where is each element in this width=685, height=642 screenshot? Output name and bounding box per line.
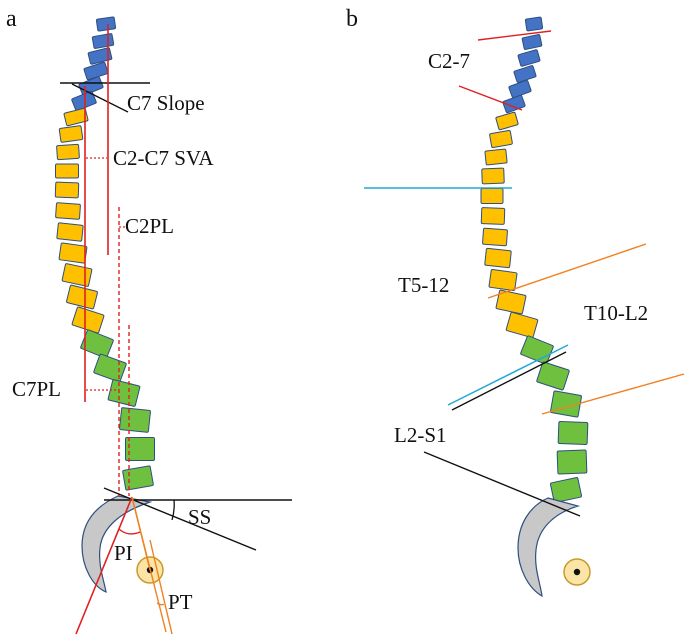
spine-b-thoracic-vertebra bbox=[505, 311, 539, 339]
spine-a-thoracic-vertebra bbox=[55, 202, 81, 220]
t5-12-label: T5-12 bbox=[398, 273, 449, 297]
panel-a-letter: a bbox=[6, 6, 17, 32]
spine-a-lumbar-vertebra bbox=[119, 407, 151, 433]
spine-a-thoracic-vertebra bbox=[63, 107, 89, 127]
spine-b-lumbar-vertebra bbox=[550, 390, 582, 418]
spine-b-thoracic-vertebra bbox=[495, 289, 527, 315]
spine-b-cervical-vertebra bbox=[524, 16, 544, 32]
t12-endplate-line bbox=[447, 344, 569, 406]
spine-b-thoracic-vertebra bbox=[481, 167, 505, 185]
spine-b-lumbar-vertebra bbox=[550, 477, 582, 503]
spine-a-lumbar-vertebra bbox=[125, 437, 155, 461]
spine-a-thoracic-vertebra bbox=[71, 306, 105, 334]
sacrum-a bbox=[81, 495, 153, 593]
spine-b-cervical-vertebra bbox=[521, 34, 543, 50]
panel-b-letter: b bbox=[346, 6, 358, 32]
spine-b-thoracic-vertebra bbox=[488, 268, 518, 292]
t10-endplate-line bbox=[487, 243, 647, 299]
spine-a-cervical-vertebra bbox=[71, 90, 97, 112]
femoral-head-b bbox=[563, 558, 591, 586]
c7-slope-endplate-line bbox=[71, 83, 129, 113]
l2-endplate-line bbox=[451, 351, 567, 411]
spine-a-cervical-vertebra bbox=[87, 47, 113, 65]
spine-a-vertebrae bbox=[54, 16, 155, 491]
spine-b-lumbar-vertebra bbox=[557, 421, 589, 445]
spine-b-thoracic-vertebra bbox=[495, 111, 519, 131]
c2-7-upper-line bbox=[477, 30, 552, 41]
spine-a-lumbar-vertebra bbox=[107, 379, 141, 407]
ss-angle-arc bbox=[171, 499, 175, 521]
t10-l2-label: T10-L2 bbox=[584, 301, 648, 325]
spine-b-cervical-vertebra bbox=[513, 65, 537, 83]
c2pl-label: C2PL bbox=[125, 214, 174, 238]
spine-b-thoracic-vertebra bbox=[480, 188, 504, 204]
pt-angle-arc bbox=[156, 602, 165, 606]
panel-b: b C2-7 T5-12 T10-L2 L2-S1 bbox=[346, 6, 685, 598]
spine-a-thoracic-vertebra bbox=[55, 163, 79, 179]
spine-b-thoracic-vertebra bbox=[484, 148, 508, 166]
spine-a-thoracic-vertebra bbox=[58, 125, 84, 143]
spine-b-cervical-vertebra bbox=[517, 49, 541, 67]
pt-vertical-line bbox=[149, 539, 173, 635]
c2-7-label: C2-7 bbox=[428, 49, 470, 73]
ss-endplate-line bbox=[103, 487, 257, 551]
pi-perpendicular-line bbox=[75, 496, 133, 635]
spine-b-cervical-vertebra bbox=[508, 79, 532, 99]
spine-a-lumbar-vertebra bbox=[122, 465, 154, 491]
spine-b-vertebrae bbox=[480, 16, 589, 503]
spine-a-lumbar-vertebra bbox=[80, 329, 114, 359]
spine-b-thoracic-vertebra bbox=[482, 227, 508, 247]
spine-b-thoracic-vertebra bbox=[489, 130, 513, 148]
sacrum-b bbox=[517, 497, 581, 598]
ss-label: SS bbox=[188, 505, 211, 529]
c2-7-lower-line bbox=[458, 85, 523, 111]
spine-a-cervical-vertebra bbox=[95, 16, 117, 32]
spine-a-thoracic-vertebra bbox=[58, 242, 88, 264]
c7pl-label: C7PL bbox=[12, 377, 61, 401]
spine-a-thoracic-vertebra bbox=[56, 222, 84, 242]
spine-b-thoracic-vertebra bbox=[480, 207, 506, 225]
l2-orange-line bbox=[541, 373, 685, 415]
spine-a-lumbar-vertebra bbox=[93, 353, 127, 383]
c2c7-sva-label: C2-C7 SVA bbox=[113, 146, 214, 170]
s1-endplate-line bbox=[423, 451, 581, 517]
pi-angle-arc bbox=[118, 528, 141, 535]
spine-b-thoracic-vertebra bbox=[484, 247, 512, 269]
spine-a-thoracic-vertebra bbox=[54, 181, 80, 199]
spine-b-lumbar-vertebra bbox=[556, 449, 588, 475]
spine-a-cervical-vertebra bbox=[91, 33, 115, 49]
spine-b-lumbar-vertebra bbox=[536, 361, 570, 391]
c7-slope-label: C7 Slope bbox=[127, 91, 205, 115]
pt-label: PT bbox=[168, 590, 193, 614]
l2-s1-label: L2-S1 bbox=[394, 423, 447, 447]
pt-line-a bbox=[131, 496, 167, 633]
pi-label: PI bbox=[114, 541, 133, 565]
panel-a: a C7 Slope bbox=[6, 6, 292, 635]
spine-a-thoracic-vertebra bbox=[66, 284, 98, 310]
spine-a-thoracic-vertebra bbox=[61, 263, 93, 287]
spine-a-thoracic-vertebra bbox=[56, 143, 80, 161]
